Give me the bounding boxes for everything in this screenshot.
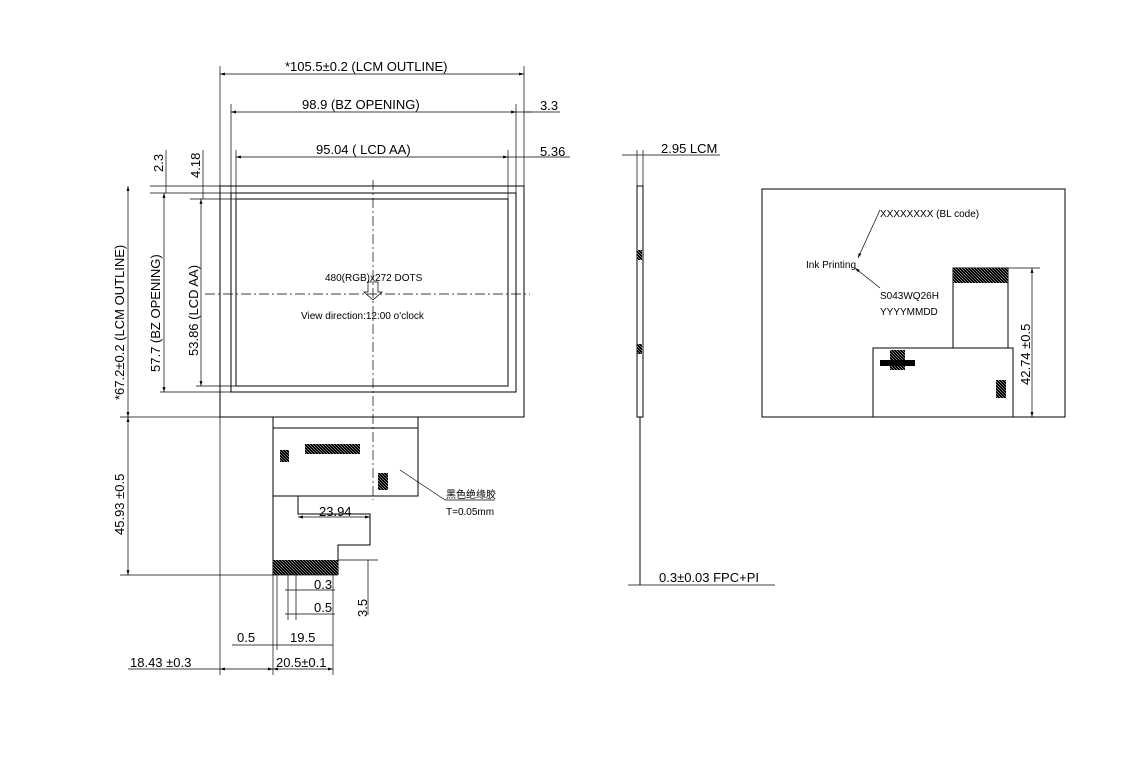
lcm-outline: [219, 185, 525, 418]
fpc-pad-left: [280, 450, 289, 462]
lcm-outline-width-dim: *105.5±0.2 (LCM OUTLINE): [285, 59, 447, 74]
view-direction-arrow-icon: [363, 281, 383, 301]
fpc-pad-right: [378, 473, 388, 490]
view-direction-label: View direction:12:00 o'clock: [301, 311, 425, 322]
pin-span-dim: 19.5: [290, 630, 315, 645]
pin-pitch-b-dim: 0.5: [314, 600, 332, 615]
resolution-label: 480(RGB)x272 DOTS: [325, 273, 423, 284]
front-view: 480(RGB)x272 DOTS View direction:12:00 o…: [112, 59, 570, 675]
side-clip-top: [637, 250, 642, 260]
bz-opening-width-dim: 98.9 (BZ OPENING): [302, 97, 420, 112]
side-module-profile: [636, 185, 644, 418]
bz-right-offset-dim: 3.3: [540, 98, 558, 113]
back-view: 42.74 ±0.5 XXXXXXXX (BL code) Ink Printi…: [761, 188, 1066, 418]
fpc-stiffener: [272, 427, 419, 497]
lcm-outline-height-dim: *67.2±0.2 (LCM OUTLINE): [112, 245, 127, 400]
fpc-inner-width-dim: 23.94: [319, 504, 352, 519]
fpc-gold-fingers: [273, 560, 338, 575]
side-clip-bottom: [637, 344, 642, 354]
back-connector: [880, 360, 915, 366]
fpc-connector: [305, 444, 360, 454]
date-code-label: YYYYMMDD: [880, 307, 938, 318]
left-edge-dim: 0.5: [237, 630, 255, 645]
bl-code-label: XXXXXXXX (BL code): [880, 209, 979, 220]
back-pad-right: [996, 380, 1006, 398]
fpc-offset-dim: 18.43 ±0.3: [130, 655, 191, 670]
aa-right-offset-dim: 5.36: [540, 144, 565, 159]
model-code-label: S043WQ26H: [880, 291, 939, 302]
back-fpc-height-dim: 42.74 ±0.5: [1018, 324, 1033, 385]
lcm-thickness-dim: 2.95 LCM: [661, 141, 717, 156]
side-view: 2.95 LCM 0.3±0.03 FPC+PI: [622, 141, 775, 586]
top-offset-bz-dim: 2.3: [151, 154, 166, 172]
fpc-length-dim: 45.93 ±0.5: [112, 474, 127, 535]
bz-opening-height-dim: 57.7 (BZ OPENING): [148, 254, 163, 372]
fpc-thickness-dim: 0.3±0.03 FPC+PI: [659, 570, 759, 585]
lcd-aa-width-dim: 95.04 ( LCD AA): [316, 142, 411, 157]
lcd-aa: [235, 198, 509, 387]
bz-opening: [230, 192, 517, 393]
back-fpc-stiffener: [872, 347, 1014, 418]
tape-thickness-label: T=0.05mm: [446, 507, 494, 518]
fpc-width-dim: 20.5±0.1: [276, 655, 327, 670]
back-gold-fingers: [953, 268, 1008, 283]
gold-finger-length-dim: 3.5: [355, 599, 370, 617]
insulation-tape-label: 黑色绝缘胶: [446, 488, 496, 501]
top-offset-aa-dim: 4.18: [188, 153, 203, 178]
lcd-aa-height-dim: 53.86 (LCD AA): [186, 265, 201, 356]
ink-printing-label: Ink Printing: [806, 260, 856, 271]
pin-pitch-a-dim: 0.3: [314, 577, 332, 592]
